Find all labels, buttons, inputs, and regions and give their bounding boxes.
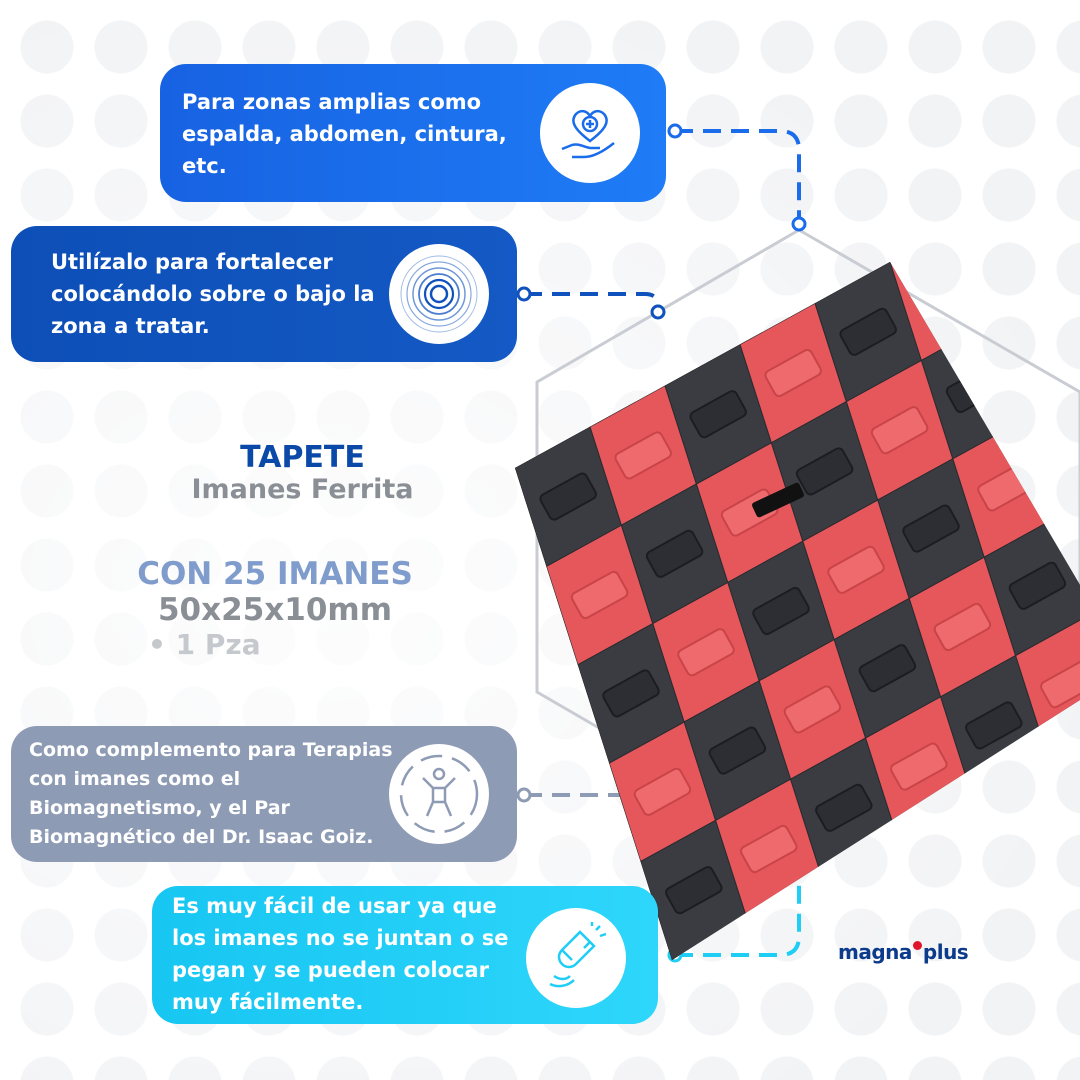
- mat-magnet: [807, 209, 866, 259]
- mat-cell: [934, 81, 1040, 221]
- mat-cell: [971, 753, 1080, 895]
- mat-magnet: [764, 348, 822, 398]
- mat-magnet: [515, 374, 566, 423]
- mat-cell: [896, 794, 1005, 936]
- mat-magnet: [740, 824, 798, 874]
- mat-magnet: [795, 447, 854, 496]
- magnet-icon: [526, 908, 626, 1008]
- mat-magnet: [1008, 561, 1067, 610]
- mat-magnet: [839, 307, 897, 356]
- mat-magnet: [527, 710, 585, 759]
- mat-cell: [995, 277, 1080, 419]
- mat-magnet: [827, 545, 885, 594]
- mat-cell: [1027, 375, 1080, 517]
- connector-dot-card1-start: [667, 123, 683, 139]
- mat-magnet: [515, 612, 554, 661]
- mat-magnet: [515, 513, 522, 562]
- mat-label-tag: [752, 482, 804, 518]
- info-card-therapy: Como complemento para Terapias con imane…: [11, 726, 517, 862]
- product-spec-size: 50x25x10mm: [157, 592, 392, 628]
- mat-magnet: [870, 406, 929, 455]
- mat-magnet: [815, 783, 873, 832]
- mat-magnet: [1040, 660, 1080, 709]
- connector-card1: [675, 129, 801, 224]
- connector-card4: [675, 857, 801, 957]
- mat-magnet: [658, 291, 716, 340]
- mat-magnet: [914, 266, 972, 315]
- info-card-text: Utilízalo para fortalecer colocándolo so…: [51, 250, 375, 338]
- info-card-strengthen: Utilízalo para fortalecer colocándolo so…: [11, 226, 517, 362]
- product-subtitle: Imanes Ferrita: [191, 474, 414, 505]
- mat-magnet: [771, 923, 829, 960]
- mat-magnet: [602, 669, 660, 718]
- mat-magnet: [902, 504, 960, 553]
- info-card-text: Para zonas amplias como espalda, abdomen…: [182, 90, 507, 178]
- mat-magnet: [539, 472, 597, 521]
- mat-magnet: [1020, 323, 1079, 372]
- mat-magnet: [558, 808, 617, 858]
- info-card-text: Es muy fácil de usar ya que los imanes n…: [172, 894, 509, 1014]
- mat-magnet: [696, 964, 755, 1014]
- mat-magnet: [882, 167, 941, 217]
- mat-magnet: [989, 262, 1047, 274]
- product-quantity: • 1 Pza: [148, 628, 261, 661]
- mat-magnet: [583, 332, 641, 382]
- mat-magnet: [1071, 758, 1080, 807]
- mat-magnet: [689, 390, 747, 439]
- mat-magnet: [752, 586, 810, 636]
- logo-part1: magna: [838, 940, 912, 964]
- mat-magnet: [614, 431, 672, 480]
- product-title: TAPETE: [240, 440, 365, 475]
- mat-magnet: [633, 767, 692, 816]
- mat-magnet: [665, 866, 723, 915]
- mat-magnet: [846, 882, 904, 931]
- mat-magnet: [957, 126, 1016, 176]
- info-card-easy-use: Es muy fácil de usar ya que los imanes n…: [152, 886, 658, 1024]
- mat-magnet: [921, 840, 979, 890]
- mat-magnet: [570, 570, 629, 620]
- connector-dot-card3-start: [516, 787, 532, 803]
- product-spec-count: CON 25 IMANES: [137, 556, 413, 592]
- person-icon: [389, 744, 489, 844]
- mat-magnet: [783, 685, 842, 734]
- mat-magnet: [708, 726, 767, 775]
- info-card-text: Como complemento para Terapias con imane…: [29, 739, 393, 848]
- concentric-circles-icon: [389, 244, 489, 344]
- mat-cell: [964, 262, 1073, 320]
- info-card-wide-areas: Para zonas amplias como espalda, abdomen…: [160, 64, 666, 202]
- mat-magnet: [733, 262, 791, 299]
- brand-logo: magna plus: [838, 940, 969, 964]
- connector-dot-card2-end: [650, 304, 666, 320]
- mat-cell: [1046, 712, 1080, 854]
- connector-dot-card2-start: [516, 286, 532, 302]
- connector-dot-card1-end: [791, 216, 807, 232]
- mat-cell: [857, 262, 966, 263]
- mat-magnet: [432, 415, 491, 465]
- mat-magnet: [858, 644, 917, 693]
- heart-hand-icon: [540, 83, 640, 183]
- mat-magnet: [996, 799, 1054, 848]
- mat-magnet: [1052, 422, 1080, 471]
- mat-magnet: [645, 529, 704, 578]
- logo-dot: [912, 941, 922, 950]
- mat-magnet: [933, 602, 992, 652]
- mat-magnet: [677, 628, 735, 677]
- mat-magnet: [890, 742, 948, 791]
- logo-part2: plus: [922, 940, 969, 964]
- mat-magnet: [965, 701, 1023, 750]
